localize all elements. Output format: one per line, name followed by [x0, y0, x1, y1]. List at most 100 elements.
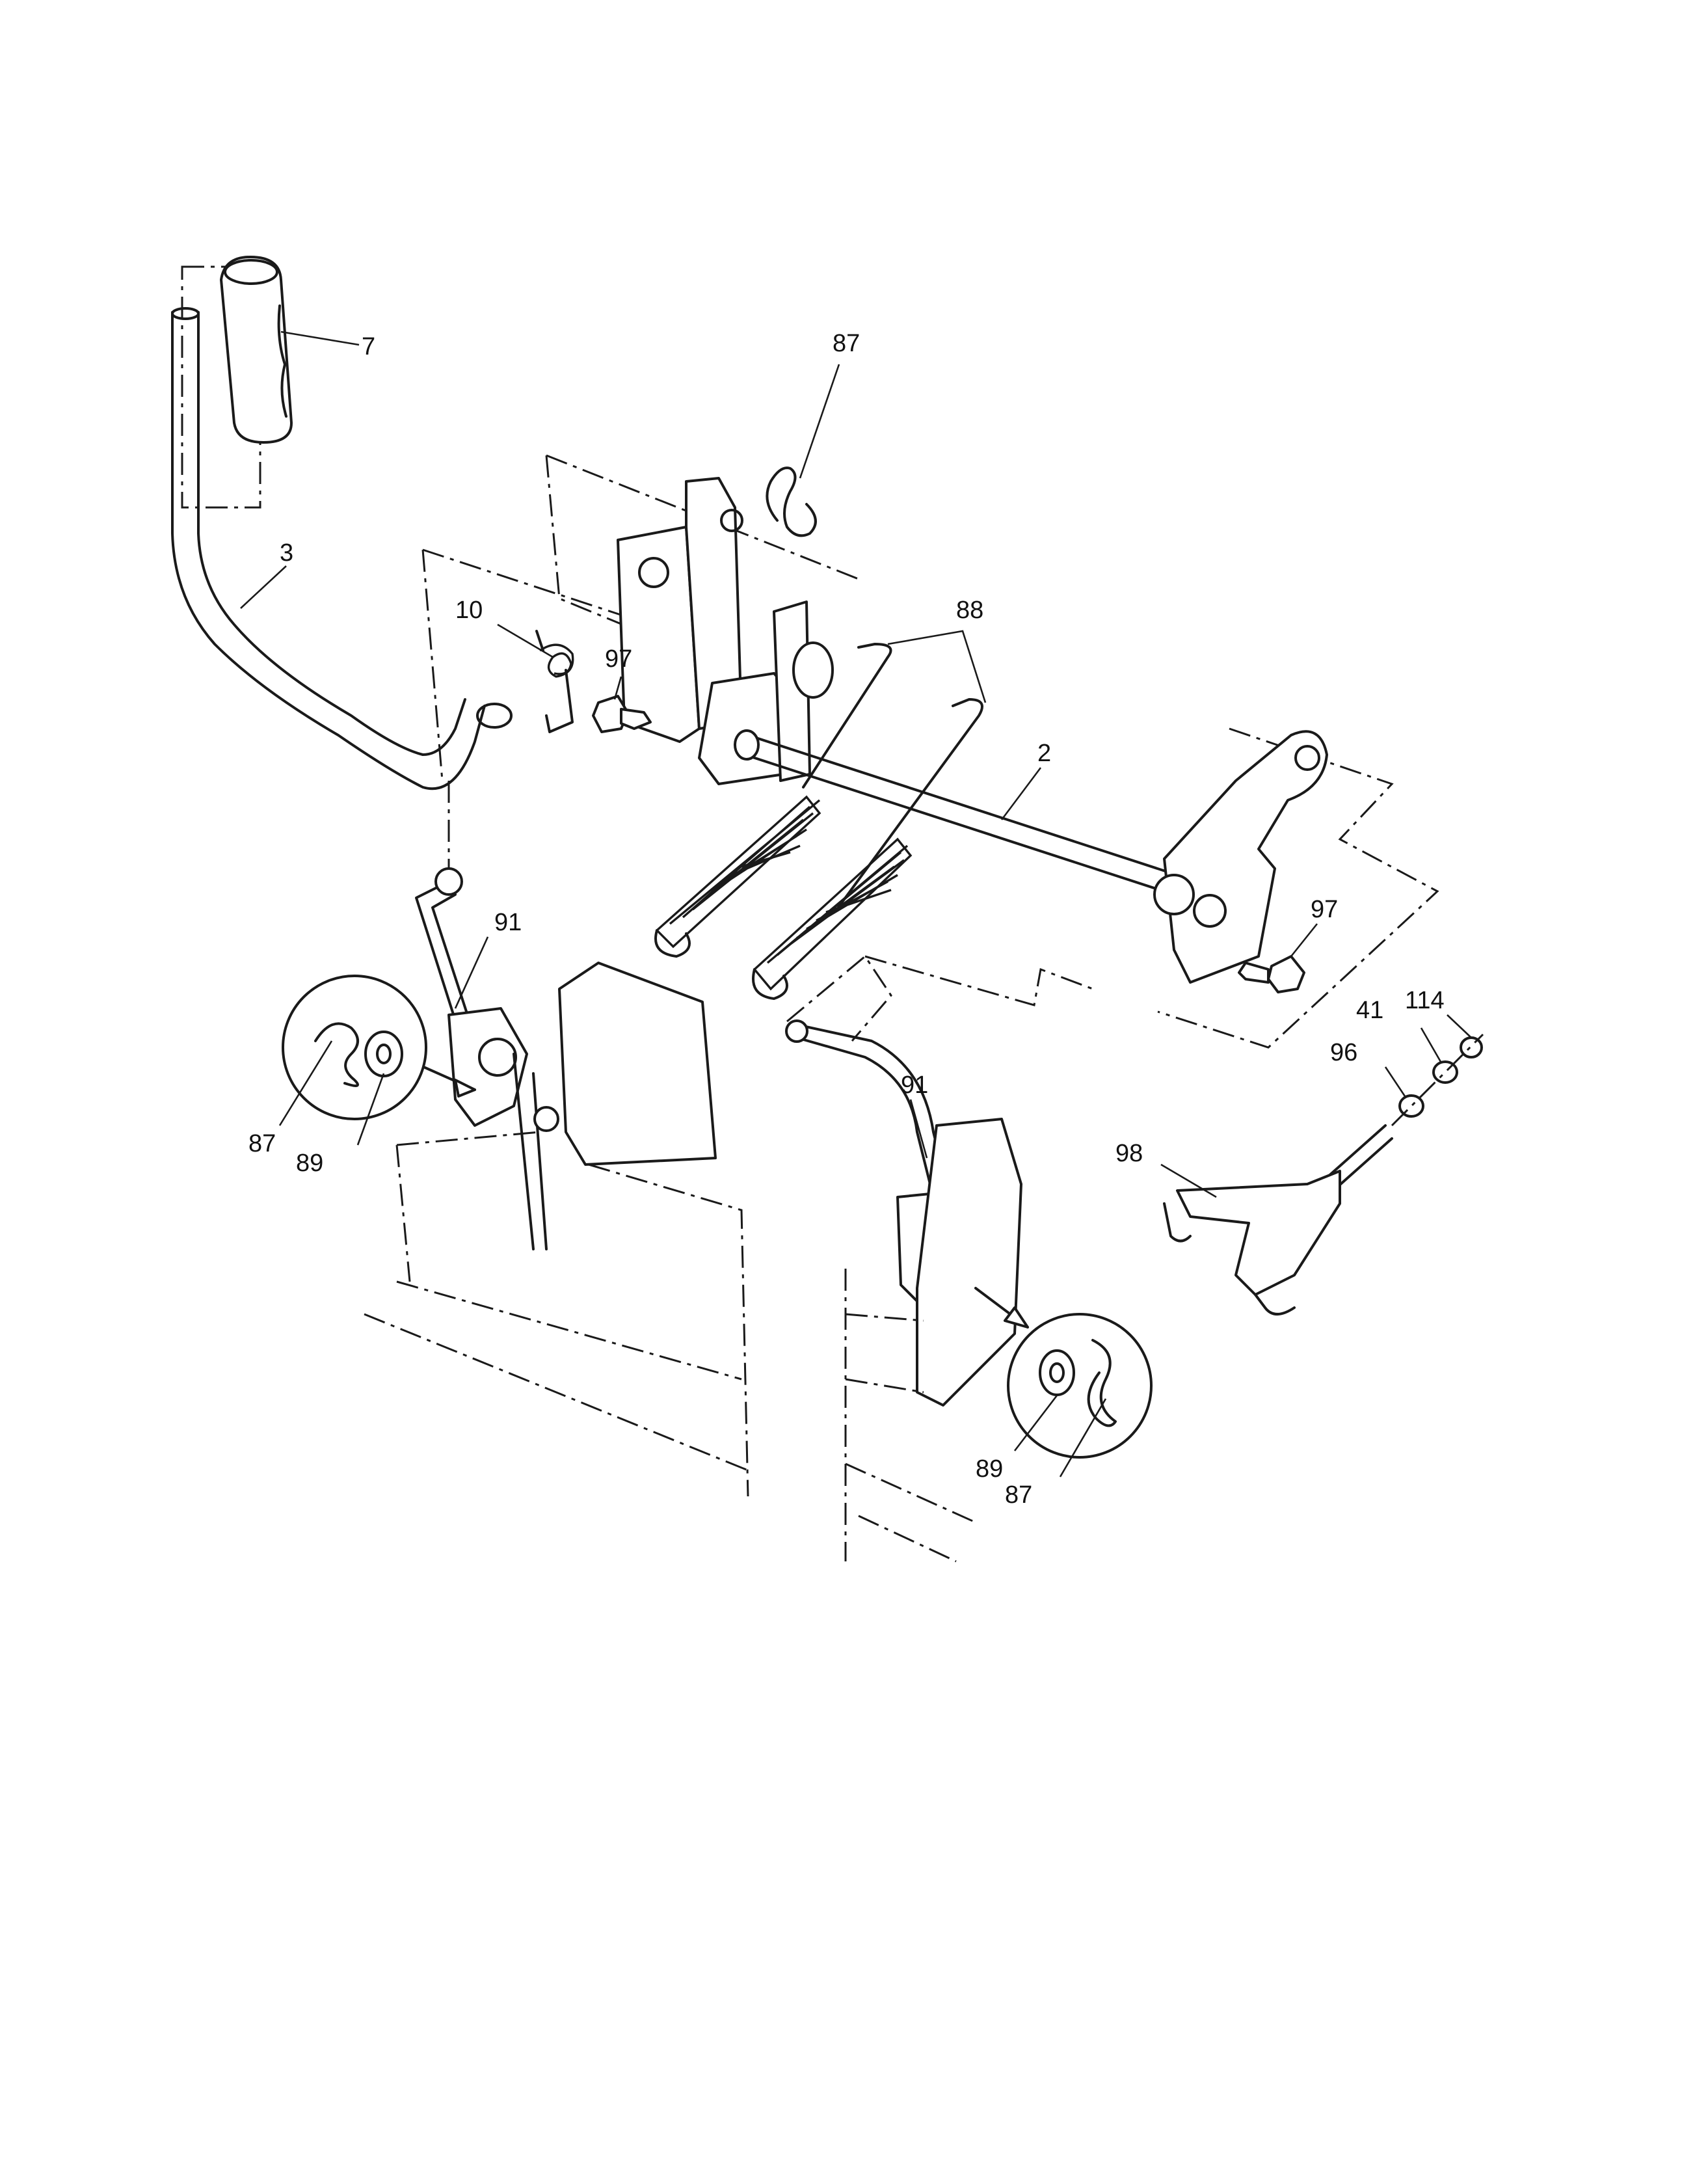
- bracket-98-feet: [1163, 1202, 1296, 1315]
- leader-2: [1000, 767, 1042, 820]
- right-arm-pivot-b: [1193, 894, 1227, 928]
- left-link-assembly: [364, 781, 749, 1497]
- left-deck-nut: [533, 1106, 559, 1132]
- leader-lines: [240, 330, 1472, 1477]
- leader-87-top: [799, 364, 840, 479]
- torsion-spring-coil: [539, 643, 574, 678]
- cross-shaft: [734, 729, 1179, 896]
- extension-springs: [654, 795, 913, 1000]
- leader-98: [1160, 1163, 1217, 1198]
- lift-lever: [171, 256, 513, 790]
- right-lift-arm: [1153, 727, 1439, 1049]
- handle-grip: [220, 256, 293, 444]
- callout-7: 7: [362, 333, 375, 360]
- right-arm-phantom: [1157, 727, 1439, 1049]
- extension-spring-a-body: [655, 795, 821, 949]
- leader-87-right: [1059, 1398, 1107, 1477]
- callout-91-right: 91: [901, 1072, 928, 1099]
- left-link-bracket: [447, 1007, 528, 1127]
- bracket-plate-back: [617, 526, 701, 743]
- hook-rod-a: [802, 643, 892, 789]
- leader-3: [240, 565, 287, 609]
- leader-89-left: [356, 1073, 385, 1146]
- lever-rod-end: [476, 703, 513, 729]
- extension-spring-a-hook: [654, 929, 691, 958]
- leader-41: [1420, 1027, 1442, 1062]
- right-link-rod-end: [785, 1019, 808, 1043]
- leader-7: [280, 330, 360, 346]
- handle-grip-top: [224, 259, 278, 285]
- washer-89-left: [364, 1031, 403, 1077]
- callout-2: 2: [1037, 740, 1051, 767]
- torsion-spring-legs: [535, 630, 574, 733]
- bolt-left: [592, 695, 652, 733]
- callout-89-left: 89: [296, 1150, 323, 1177]
- detail-right-ring: [1007, 1313, 1153, 1459]
- extension-spring-a-coils: [669, 799, 821, 925]
- leader-87-left: [278, 1040, 333, 1126]
- washer-96: [1398, 1094, 1424, 1118]
- bracket-98: [1163, 1124, 1393, 1315]
- bolt-right: [1238, 955, 1305, 993]
- detail-left-ring: [282, 975, 427, 1120]
- bolt-left-shank: [620, 708, 652, 730]
- hairpin-clip-top: [766, 466, 817, 537]
- bolt-left-head: [592, 695, 629, 733]
- left-deck-bracket: [558, 962, 717, 1166]
- right-link-assembly: [785, 1019, 1022, 1563]
- extension-spring-b-coils: [766, 844, 909, 964]
- bolt-right-head: [1267, 955, 1305, 993]
- leader-96: [1384, 1066, 1406, 1097]
- lever-rod-outer: [171, 311, 486, 790]
- left-link-rod-end: [434, 867, 463, 896]
- bolt-right-shank: [1238, 962, 1270, 984]
- leader-91-left: [454, 936, 489, 1009]
- washer-89-right: [1039, 1349, 1075, 1396]
- callout-91-left: 91: [494, 909, 522, 936]
- extension-spring-b-body: [753, 837, 913, 991]
- phantom-zigzag: [786, 954, 1093, 1042]
- cross-shaft-rod: [743, 734, 1179, 896]
- callout-98: 98: [1115, 1140, 1143, 1167]
- detail-left-arrow: [454, 1079, 476, 1098]
- bracket-hole-b: [720, 509, 743, 532]
- center-bracket: [421, 454, 859, 785]
- leader-10: [497, 623, 554, 658]
- right-deck-bracket: [916, 1118, 1022, 1407]
- leader-89-right: [1013, 1395, 1058, 1451]
- left-deck-strap: [513, 1053, 548, 1250]
- callout-87-top: 87: [833, 330, 860, 357]
- extension-spring-b-hook: [752, 968, 788, 1000]
- leader-88: [887, 630, 987, 703]
- right-deck-phantom: [844, 1269, 976, 1563]
- leader-97-left: [613, 676, 622, 700]
- left-link-bracket-hole: [478, 1038, 517, 1077]
- washer-89-left-hole: [376, 1044, 392, 1064]
- leader-97-right: [1290, 923, 1318, 957]
- callout-97-left: 97: [605, 645, 632, 673]
- bracket-phantom-left: [421, 548, 651, 781]
- detail-circle-left: [282, 975, 476, 1120]
- callout-88: 88: [956, 597, 983, 624]
- callout-114: 114: [1405, 987, 1445, 1014]
- callout-97-right: 97: [1311, 896, 1338, 923]
- bracket-98-body: [1176, 1170, 1341, 1296]
- lock-washer-41: [1432, 1060, 1458, 1084]
- hairpin-87-left: [314, 1022, 359, 1087]
- cross-shaft-end-left: [734, 729, 760, 761]
- torsion-spring: [535, 630, 574, 733]
- spring-anchor: [792, 641, 834, 699]
- hardware-axis-phantom: [1391, 1033, 1484, 1127]
- bracket-upright: [773, 600, 811, 782]
- callout-3: 3: [280, 539, 293, 567]
- lever-rod-top: [171, 307, 200, 320]
- leader-114: [1447, 1014, 1472, 1038]
- callout-41: 41: [1356, 997, 1383, 1024]
- callout-10: 10: [455, 597, 483, 624]
- hairpin-87-right: [1087, 1339, 1117, 1427]
- callout-87-right: 87: [1005, 1481, 1032, 1509]
- bracket-hole-a: [638, 557, 669, 588]
- detail-right-arrow: [1004, 1306, 1029, 1328]
